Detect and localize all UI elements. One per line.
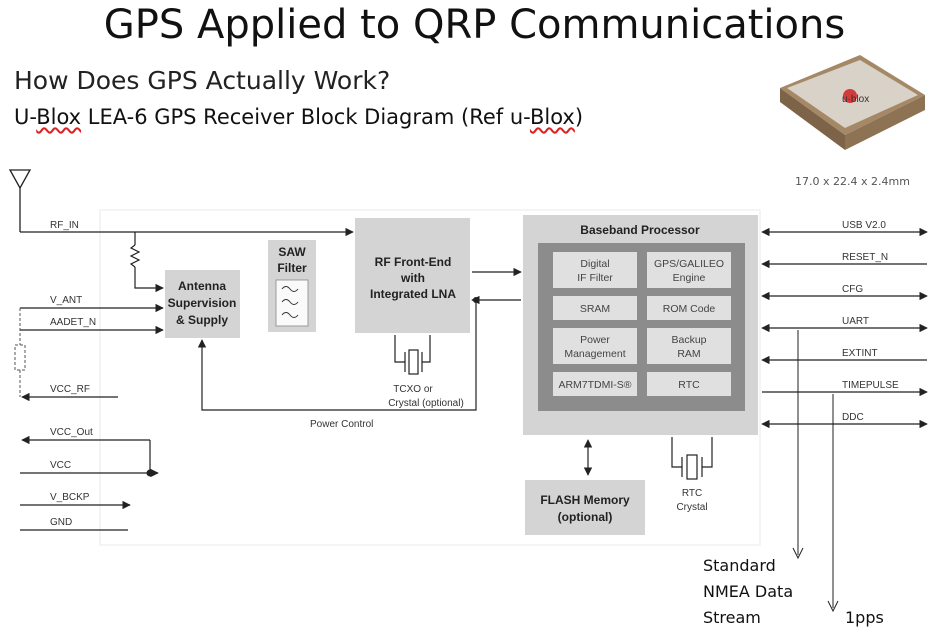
rtc-crystal-icon	[671, 437, 713, 480]
resistor-icon	[129, 244, 141, 268]
cell-sram: SRAM	[580, 303, 610, 315]
annotation-arrows	[792, 330, 839, 613]
module-dimensions: 17.0 x 22.4 x 2.4mm	[795, 175, 910, 188]
pin-v-bckp: V_BCKP	[50, 492, 90, 503]
diagram-caption: U-Blox LEA-6 GPS Receiver Block Diagram …	[14, 105, 583, 129]
cell-rtc: RTC	[678, 379, 700, 391]
rf-block-line1: RF Front-End	[375, 255, 452, 269]
caption-part: U-	[14, 105, 37, 129]
tcxo-crystal-icon	[394, 335, 431, 375]
power-control-line	[197, 300, 477, 411]
cell-backup-ram-line2: RAM	[677, 348, 700, 360]
pin-ddc: DDC	[842, 412, 864, 423]
caption-part: LEA-6 GPS Receiver Block Diagram (Ref u-	[81, 105, 530, 129]
rf-front-end-block	[355, 218, 470, 333]
nmea-line2: NMEA Data	[703, 582, 794, 601]
rtc-crystal-line1: RTC	[682, 488, 702, 499]
pin-vcc: VCC	[50, 460, 71, 471]
pin-extint: EXTINT	[842, 348, 878, 359]
antenna-block-line2: Supervision	[168, 296, 237, 310]
tcxo-label-line1: TCXO or	[393, 384, 433, 395]
cell-rom-code: ROM Code	[663, 303, 716, 315]
pin-cfg: CFG	[842, 284, 863, 295]
caption-part: Blox	[36, 105, 82, 129]
tcxo-label-line2: Crystal (optional)	[388, 398, 464, 409]
nmea-line3: Stream	[703, 608, 761, 627]
antenna-block-line3: & Supply	[176, 313, 228, 327]
cell-backup-ram-line1: Backup	[671, 334, 706, 346]
pin-vcc-rf: VCC_RF	[50, 384, 90, 395]
saw-label-line1: SAW	[278, 245, 306, 259]
power-control-label: Power Control	[310, 419, 373, 430]
junction-dot	[473, 297, 479, 303]
baseband-cells: Digital IF Filter GPS/GALILEO Engine SRA…	[553, 252, 731, 396]
rtc-crystal-line2: Crystal	[676, 502, 707, 513]
cell-power-mgmt-line2: Management	[564, 348, 625, 360]
pin-usb: USB V2.0	[842, 220, 886, 231]
flash-line2: (optional)	[558, 510, 613, 524]
slide-title: GPS Applied to QRP Communications	[103, 2, 846, 48]
wave-icon	[281, 286, 299, 318]
resistor-to-antenna-line	[134, 267, 164, 293]
pin-uart: UART	[842, 316, 869, 327]
rf-block-line3: Integrated LNA	[370, 287, 456, 301]
cell-gps-engine-line2: Engine	[673, 272, 706, 284]
pin-timepulse: TIMEPULSE	[842, 380, 899, 391]
rf-block-line2: with	[400, 271, 425, 285]
cell-gps-engine-line1: GPS/GALILEO	[654, 258, 724, 270]
antenna-block-line1: Antenna	[178, 279, 226, 293]
vcc-junction-dot	[146, 469, 154, 477]
pin-aadet-n: AADET_N	[50, 317, 96, 328]
flash-line1: FLASH Memory	[540, 493, 630, 507]
cell-arm7: ARM7TDMI-S®	[558, 379, 631, 391]
left-pin-labels: RF_IN V_ANT AADET_N VCC_RF VCC_Out VCC V…	[50, 220, 96, 528]
nmea-annotation: Standard NMEA Data Stream	[703, 553, 793, 631]
slide-subtitle: How Does GPS Actually Work?	[14, 66, 391, 95]
cell-digital-if-line2: IF Filter	[577, 272, 613, 284]
pin-rf-in: RF_IN	[50, 220, 79, 231]
nmea-line1: Standard	[703, 556, 776, 575]
chip-logo: u·blox	[842, 94, 869, 105]
cell-digital-if-line1: Digital	[580, 258, 609, 270]
caption-part: )	[574, 105, 584, 129]
pin-reset-n: RESET_N	[842, 252, 888, 263]
pps-annotation: 1pps	[845, 608, 884, 627]
pin-gnd: GND	[50, 517, 72, 528]
antenna-icon	[8, 169, 32, 232]
caption-part: Blox	[529, 105, 575, 129]
external-inductor	[14, 308, 26, 397]
right-pin-lines	[761, 227, 928, 429]
flash-memory-block	[525, 480, 645, 535]
antenna-supervision-block	[165, 270, 240, 338]
cell-power-mgmt-line1: Power	[580, 334, 610, 346]
baseband-title: Baseband Processor	[580, 223, 700, 237]
saw-symbol	[275, 279, 309, 327]
right-pin-labels: USB V2.0 RESET_N CFG UART EXTINT TIMEPUL…	[842, 220, 899, 423]
pin-vcc-out: VCC_Out	[50, 427, 93, 438]
saw-label-line2: Filter	[277, 261, 307, 275]
pin-v-ant: V_ANT	[50, 295, 82, 306]
chip-image: u·blox	[780, 55, 925, 150]
